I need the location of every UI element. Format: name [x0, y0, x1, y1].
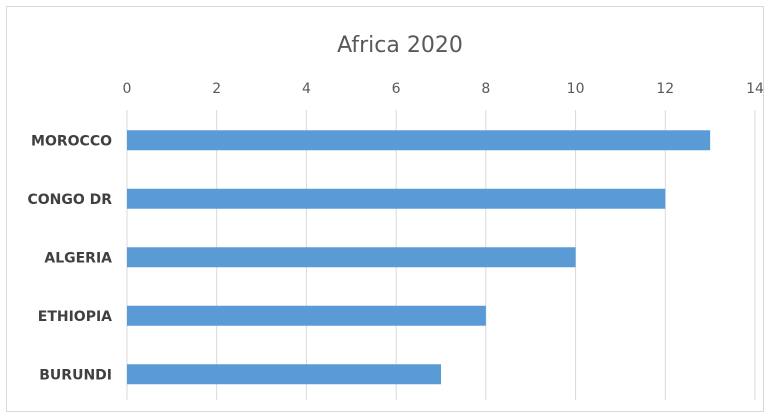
x-tick-label: 4 [302, 81, 311, 97]
bar-congo-dr [127, 188, 666, 209]
category-label: ETHIOPIA [38, 309, 112, 325]
category-label: ALGERIA [44, 250, 112, 266]
category-labels: MOROCCO CONGO DR ALGERIA ETHIOPIA BURUNDI [27, 133, 112, 383]
bar-morocco [127, 130, 711, 151]
chart-title: Africa 2020 [337, 33, 463, 58]
x-tick-label: 14 [746, 81, 764, 97]
bar-ethiopia [127, 305, 486, 326]
bars [127, 130, 711, 385]
bar-burundi [127, 364, 441, 385]
chart-frame [6, 6, 764, 412]
x-tick-label: 8 [481, 81, 490, 97]
bar-algeria [127, 247, 576, 268]
category-label: MOROCCO [31, 133, 112, 149]
category-label: CONGO DR [27, 192, 112, 208]
category-label: BURUNDI [39, 367, 112, 383]
x-tick-label: 10 [567, 81, 585, 97]
x-tick-label: 0 [123, 81, 132, 97]
x-tick-label: 12 [656, 81, 674, 97]
x-tick-label: 6 [392, 81, 401, 97]
x-tick-label: 2 [212, 81, 221, 97]
x-axis-ticks: 0 2 4 6 8 10 12 14 [123, 81, 764, 97]
